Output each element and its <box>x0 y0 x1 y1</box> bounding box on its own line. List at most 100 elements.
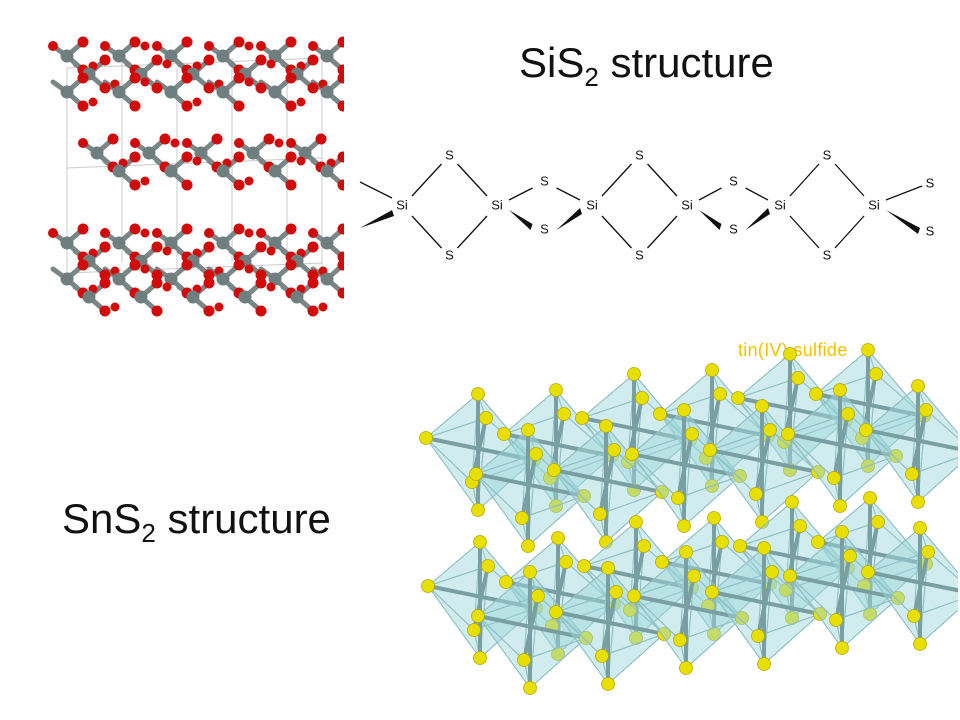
o-atom <box>285 223 297 235</box>
s-atom <box>637 539 651 553</box>
octahedron <box>625 403 747 533</box>
o-atom <box>129 223 141 235</box>
s-atom <box>889 449 903 463</box>
si-atom <box>290 290 304 304</box>
o-atom <box>204 228 214 238</box>
s-atom <box>531 589 545 603</box>
octahedron <box>627 545 749 675</box>
octahedron-face <box>711 591 765 665</box>
o-atom <box>307 269 319 281</box>
s-atom <box>677 403 691 417</box>
o-atom <box>107 133 119 145</box>
s-atom <box>735 611 749 625</box>
o-atom <box>296 97 306 107</box>
s-atom <box>473 535 487 549</box>
s-atom <box>593 507 607 521</box>
s-atom <box>913 637 927 651</box>
o-atom <box>99 54 111 66</box>
si-atom <box>60 49 74 63</box>
si-atom <box>268 272 282 286</box>
si-atom <box>320 236 334 250</box>
s-atom <box>419 431 433 445</box>
s-atom <box>785 495 799 509</box>
s-atom <box>841 407 855 421</box>
si-atom <box>82 290 96 304</box>
sn-s-bond <box>520 453 538 519</box>
s-atom <box>497 427 511 441</box>
o-atom <box>244 77 254 87</box>
o-atom <box>129 100 141 112</box>
o-atom <box>159 133 171 145</box>
s-atom <box>913 521 927 535</box>
s-atom-label: S <box>635 247 644 262</box>
bond <box>457 163 488 197</box>
o-atom <box>129 36 141 48</box>
sn-s-bond <box>600 591 618 657</box>
o-atom <box>140 228 150 238</box>
o-atom <box>337 287 344 299</box>
o-atom <box>263 133 275 145</box>
s-atom <box>469 467 483 481</box>
s-atom <box>679 545 693 559</box>
s-atom <box>629 631 643 645</box>
o-atom <box>255 241 267 253</box>
si-atom <box>268 164 282 178</box>
s-atom <box>657 627 671 641</box>
s-atom <box>473 651 487 665</box>
s-atom <box>809 387 823 401</box>
octahedron-face <box>865 429 919 503</box>
o-atom <box>151 241 163 253</box>
s-atom <box>471 609 485 623</box>
bond <box>698 187 722 201</box>
o-atom <box>152 41 162 51</box>
si-atom <box>164 85 178 99</box>
sis2-title: SiS2 structure <box>519 39 774 92</box>
octahedron-face <box>555 611 609 685</box>
s-atom-label: S <box>729 173 738 188</box>
s-atom <box>705 585 719 599</box>
o-atom <box>285 36 297 48</box>
o-atom <box>307 277 319 289</box>
si-atom <box>112 236 126 250</box>
si-atom <box>112 272 126 286</box>
s-atom <box>749 487 763 501</box>
s-atom <box>919 403 933 417</box>
o-atom <box>233 72 245 84</box>
si-atom-label: Si <box>586 197 598 212</box>
s-atom <box>781 427 795 441</box>
s-atom <box>655 485 669 499</box>
si-atom-label: Si <box>396 197 408 212</box>
o-atom <box>99 277 111 289</box>
o-atom <box>203 241 215 253</box>
s-atom-label: S <box>445 247 454 262</box>
o-atom <box>255 277 267 289</box>
s-atom <box>479 411 493 425</box>
sn-s-bond <box>832 413 850 479</box>
si-atom-label: Si <box>681 197 693 212</box>
si-atom <box>60 236 74 250</box>
o-atom <box>296 156 306 166</box>
s-atom <box>557 407 571 421</box>
si-atom <box>246 146 260 160</box>
o-atom <box>337 100 344 112</box>
s-atom <box>627 589 641 603</box>
si-atom <box>164 272 178 286</box>
s-atom-label: S <box>926 223 935 238</box>
si-atom <box>298 146 312 160</box>
si-atom <box>90 146 104 160</box>
o-atom <box>255 269 267 281</box>
s-atom <box>609 585 623 599</box>
s-atom <box>833 383 847 397</box>
s-atom <box>523 681 537 695</box>
si-atom <box>320 272 334 286</box>
o-atom <box>337 223 344 235</box>
s-atom <box>579 631 593 645</box>
octahedron-face <box>427 585 481 659</box>
o-atom <box>162 282 172 292</box>
s-atom <box>707 511 721 525</box>
s-atom <box>635 391 649 405</box>
o-atom <box>192 156 202 166</box>
s-atom <box>599 419 613 433</box>
octahedron <box>783 525 905 655</box>
s-atom <box>829 613 843 627</box>
